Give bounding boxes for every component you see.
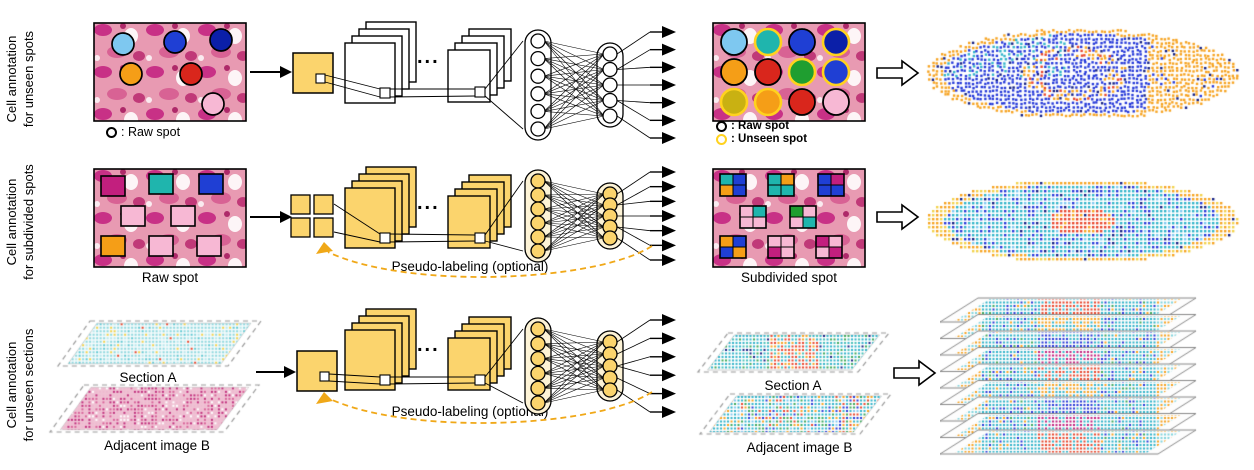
ellipsis-dots: ... (417, 192, 440, 214)
histology-panel-subdivided-spots (712, 168, 866, 268)
subdivided-spot (719, 235, 747, 259)
raw-spot-circle (788, 28, 816, 56)
legend-raw-spot: : Raw spot (716, 120, 807, 132)
subdivided-spot (767, 173, 795, 197)
raw-spot-square (148, 235, 174, 257)
block-arrow-row1 (876, 59, 920, 87)
raw-spot-icon (716, 120, 727, 132)
raw-spot-circle (209, 28, 233, 52)
patch-square (290, 194, 311, 215)
patch-square (313, 217, 334, 238)
ellipsis-dots: ... (417, 46, 440, 68)
input-patch-row1 (292, 52, 334, 94)
block-arrow-row3 (893, 359, 937, 387)
side-label-line: for subdivided spots (20, 164, 36, 280)
unseen-spot-circle (821, 57, 851, 87)
legend-text: : Unseen spot (731, 133, 808, 145)
subdivided-spot (739, 205, 767, 229)
raw-spot-square (198, 173, 224, 195)
raw-spot-square (100, 175, 126, 197)
receptive-field-square (319, 371, 330, 382)
subdivided-spot (767, 235, 795, 259)
raw-spot-square (170, 205, 196, 227)
raw-spot-circle (163, 30, 187, 54)
input-patches-row2 (290, 194, 334, 238)
side-label-line: for unseen spots (20, 30, 36, 128)
side-label-line: Cell annotation (4, 178, 19, 266)
row3-section-a-input-label: Section A (119, 370, 177, 385)
raw-spot-circle (788, 88, 816, 116)
row1-side-label: Cell annotation for unseen spots (4, 9, 40, 149)
adjacent-image-b-input-slide (48, 382, 262, 436)
raw-spot-circle (111, 32, 135, 56)
row3-adjacent-b-input-label: Adjacent image B (104, 438, 210, 453)
raw-spot-icon (106, 126, 117, 138)
raw-spot-squares (100, 173, 224, 257)
section-stack-visualization (940, 296, 1236, 468)
unseen-spot-circle (821, 27, 851, 57)
patch-square (290, 217, 311, 238)
raw-spot-circle (201, 92, 225, 116)
patch-square (313, 194, 334, 215)
side-label-line: Cell annotation (4, 341, 19, 429)
section-a-output-slide (696, 330, 892, 376)
row2-side-label: Cell annotation for subdivided spots (4, 152, 40, 292)
legend-text: : Raw spot (731, 120, 790, 132)
subdivided-spot (817, 173, 845, 197)
section-a-input-slide (56, 318, 264, 370)
raw-spot-circle (720, 58, 748, 86)
side-label-line: for unseen sections (20, 328, 36, 442)
raw-spot-circles (111, 28, 233, 116)
subdivided-spot (789, 205, 817, 229)
row3-section-a-output-label: Section A (764, 378, 822, 393)
raw-spot-square (148, 173, 174, 195)
legend-text: : Raw spot (121, 125, 181, 139)
subdivided-spot (815, 235, 843, 259)
row1-output-legend: : Raw spot : Unseen spot (716, 120, 807, 145)
histology-panel-raw-spots-row1 (93, 22, 247, 122)
raw-spot-circle (822, 88, 850, 116)
raw-spot-circle (179, 62, 203, 86)
receptive-field-square (315, 73, 326, 84)
adjacent-image-b-output-slide (698, 392, 894, 438)
input-patch-row3 (296, 350, 338, 392)
unseen-spot-circle (787, 57, 817, 87)
row3-side-label: Cell annotation for unseen sections (4, 315, 40, 455)
subdivided-spot (719, 173, 747, 197)
row1-input-legend: : Raw spot (106, 125, 180, 139)
patch-square (296, 350, 338, 392)
raw-spot-circle (720, 28, 748, 56)
raw-spot-square (120, 205, 146, 227)
row2-pseudo-label: Pseudo-labeling (optional) (391, 259, 549, 274)
unseen-spot-circle (753, 87, 783, 117)
subdivided-spot-squares (719, 173, 845, 259)
spatial-map-unseen-spots (922, 24, 1240, 122)
unseen-spot-icon (716, 133, 727, 145)
block-arrow-row2 (876, 203, 920, 231)
raw-spot-square (100, 235, 126, 257)
unseen-spot-circle (753, 27, 783, 57)
row2-output-label: Subdivided spot (740, 270, 838, 285)
histology-panel-raw-spots-row2 (93, 168, 247, 268)
unseen-spot-circle (719, 87, 749, 117)
histology-panel-annotated-spots-row1 (712, 22, 866, 122)
spatial-map-subdivided-spots (922, 172, 1240, 268)
row3-pseudo-label: Pseudo-labeling (optional) (391, 404, 549, 419)
raw-spot-circle (754, 58, 782, 86)
row2-input-label: Raw spot (141, 270, 199, 285)
annotated-spot-circles (719, 27, 851, 117)
patch-square (292, 52, 334, 94)
row3-adjacent-b-output-label: Adjacent image B (746, 440, 853, 455)
raw-spot-circle (119, 62, 143, 86)
ellipsis-dots: ... (417, 334, 440, 356)
side-label-line: Cell annotation (4, 35, 19, 123)
legend-unseen-spot: : Unseen spot (716, 133, 807, 145)
raw-spot-square (196, 235, 222, 257)
